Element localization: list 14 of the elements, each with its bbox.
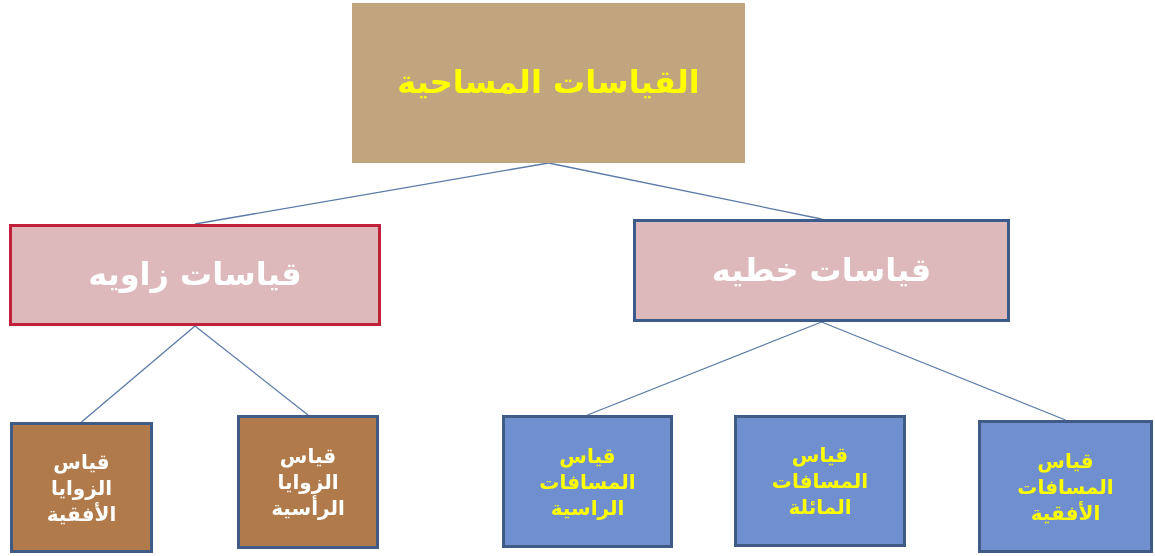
leaf-box: قياس الزوايا الرأسية xyxy=(237,415,379,549)
leaf-box: قياس الزوايا الأفقية xyxy=(10,422,153,553)
category-box: قياسات زاويه xyxy=(9,224,381,326)
leaf-box: قياس المسافات المائلة xyxy=(734,415,906,547)
connector-line xyxy=(547,162,823,220)
connector-line xyxy=(586,321,823,416)
connector-line xyxy=(194,325,309,416)
title-box: القياسات المساحية xyxy=(352,3,745,163)
connector-line xyxy=(80,325,196,423)
leaf-box: قياس المسافات الراسية xyxy=(502,415,673,548)
connector-line xyxy=(194,162,550,225)
connector-line xyxy=(820,321,1067,421)
category-box: قياسات خطيه xyxy=(633,219,1010,322)
leaf-box: قياس المسافات الأفقية xyxy=(978,420,1153,553)
